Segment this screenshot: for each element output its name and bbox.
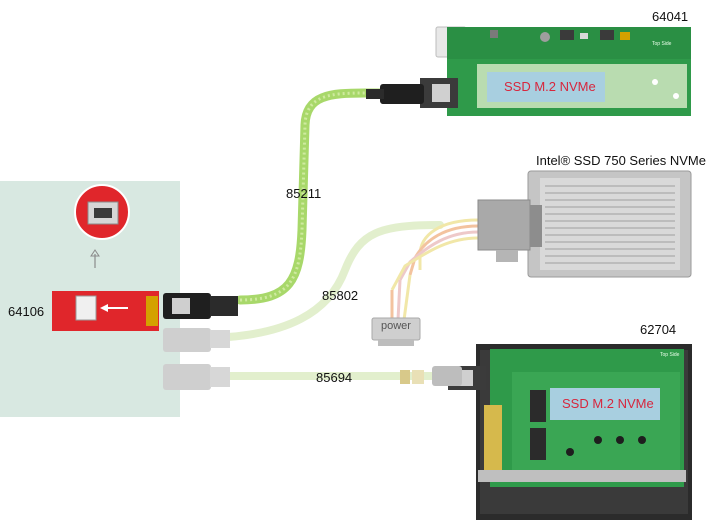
cable-85211-plug-top [366, 84, 424, 104]
label-64041: 64041 [652, 9, 689, 24]
board-62704 [448, 344, 692, 520]
cable-85802 [196, 221, 444, 342]
plug-85211 [163, 293, 238, 319]
label-85211: 85211 [286, 186, 322, 201]
label-85694: 85694 [316, 370, 353, 385]
power-wires [390, 218, 479, 321]
adapter-64106 [52, 184, 159, 331]
power-connector-label: power [381, 320, 411, 332]
ssd-label-bottom: SSD M.2 NVMe [562, 396, 654, 411]
ssd-750-drive [477, 170, 692, 278]
top-side-label-lower: Top Side [660, 352, 680, 358]
label-ssd-750: Intel® SSD 750 Series NVMe [536, 153, 706, 168]
plug-85694 [163, 364, 230, 390]
plug-85802 [163, 328, 230, 352]
board-64041 [420, 26, 691, 116]
top-side-label-upper: Top Side [652, 41, 672, 47]
cable-85694-plug [432, 366, 462, 386]
power-connector [371, 317, 421, 346]
label-85802: 85802 [322, 288, 359, 303]
ssd-label-top: SSD M.2 NVMe [504, 79, 596, 94]
label-62704: 62704 [640, 322, 677, 337]
label-64106: 64106 [8, 304, 45, 319]
